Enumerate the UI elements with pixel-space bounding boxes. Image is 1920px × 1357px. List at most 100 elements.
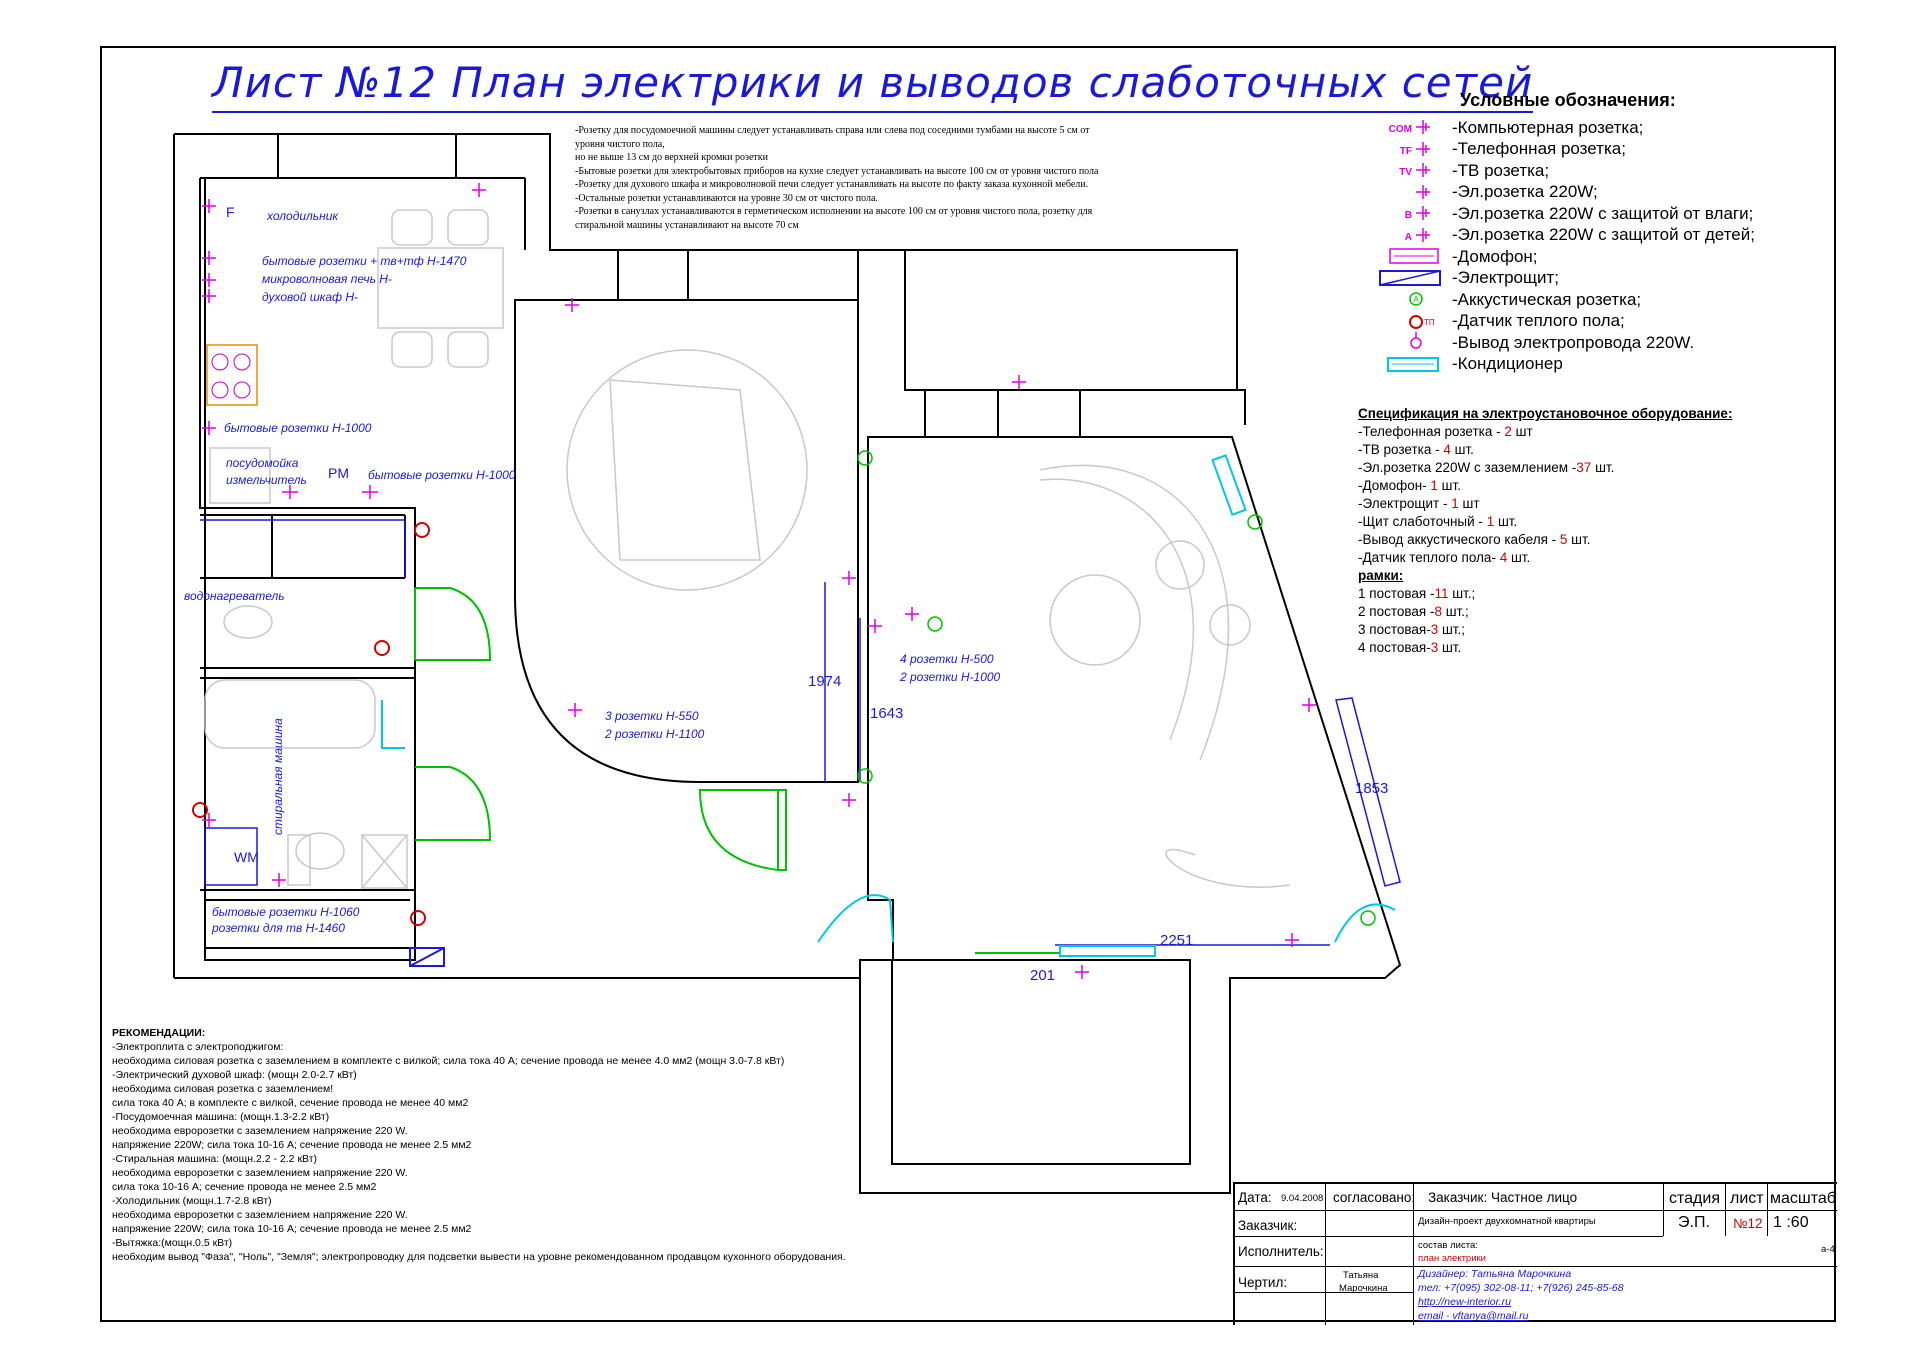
recommendation-line: -Электрический духовой шкаф: (мощн 2.0-2… bbox=[112, 1069, 357, 1081]
svg-text:3 розетки Н-550: 3 розетки Н-550 bbox=[605, 709, 699, 723]
legend-label: -Эл.розетка 220W с защитой от влаги; bbox=[1452, 203, 1754, 223]
svg-text:1853: 1853 bbox=[1355, 780, 1388, 797]
recommendation-line: необходима силовая розетка с заземлением… bbox=[112, 1055, 785, 1067]
page-title: Лист №12 План электрики и выводов слабот… bbox=[212, 58, 1534, 113]
wire-outlet-icon bbox=[1410, 332, 1422, 349]
cooktop bbox=[206, 344, 258, 406]
spec-item: -Вывод аккустического кабеля - 5 шт. bbox=[1358, 532, 1591, 547]
legend-item: A -Эл.розетка 220W с защитой от детей; bbox=[1360, 225, 1820, 247]
svg-text:A: A bbox=[1413, 295, 1419, 304]
floor-sensor-icon: TП bbox=[1409, 314, 1435, 329]
spec-item: -Щит слаботочный - 1 шт. bbox=[1358, 514, 1518, 529]
legend-label: -Телефонная розетка; bbox=[1452, 139, 1626, 159]
acoustic-socket-icon: A bbox=[1409, 292, 1423, 306]
computer-socket-icon: COM bbox=[1389, 120, 1430, 135]
svg-text:бытовые розетки Н-1000: бытовые розетки Н-1000 bbox=[368, 468, 516, 482]
legend-item: -Эл.розетка 220W; bbox=[1360, 182, 1820, 204]
child-safe-socket-icon: A bbox=[1405, 227, 1430, 243]
legend-label: -Аккустическая розетка; bbox=[1452, 289, 1642, 309]
legend-item: B -Эл.розетка 220W с защитой от влаги; bbox=[1360, 203, 1820, 225]
installation-notes: -Розетку для посудомоечной машины следуе… bbox=[575, 125, 1099, 231]
legend-item: COM -Компьютерная розетка; bbox=[1360, 117, 1820, 139]
doors bbox=[414, 587, 1060, 954]
recommendations-title: РЕКОМЕНДАЦИИ: bbox=[112, 1027, 206, 1039]
legend-label: -Вывод электропровода 220W. bbox=[1452, 332, 1695, 352]
recommendation-line: -Холодильник (мощн.1.7-2.8 кВт) bbox=[112, 1195, 272, 1207]
moisture-socket-icon: B bbox=[1405, 206, 1430, 221]
recommendation-line: необходима евророзетки с заземлением нап… bbox=[112, 1209, 408, 1221]
svg-text:TF: TF bbox=[1400, 146, 1412, 157]
spec-item: -ТВ розетка - 4 шт. bbox=[1358, 442, 1474, 457]
legend-label: -Домофон; bbox=[1452, 246, 1538, 266]
svg-text:A: A bbox=[1405, 232, 1412, 243]
phone-socket-icon: TF bbox=[1400, 141, 1430, 157]
recommendation-line: необходима евророзетки с заземлением нап… bbox=[112, 1167, 408, 1179]
legend-label: -Кондиционер bbox=[1452, 354, 1563, 374]
svg-text:стиральная машина: стиральная машина bbox=[271, 718, 285, 835]
legend-label: -Датчик теплого пола; bbox=[1452, 311, 1625, 331]
legend-label: -Компьютерная розетка; bbox=[1452, 117, 1644, 137]
legend-item: -Вывод электропровода 220W. bbox=[1360, 332, 1820, 354]
frame-item: 3 постовая-3 шт.; bbox=[1358, 622, 1465, 637]
legend-item: TV -ТВ розетка; bbox=[1360, 160, 1820, 182]
recommendation-line: сила тока 40 А; в комплекте с вилкой, се… bbox=[112, 1097, 469, 1109]
legend-item: TF -Телефонная розетка; bbox=[1360, 139, 1820, 161]
recommendation-line: напряжение 220W; сила тока 10-16 А; сече… bbox=[112, 1223, 472, 1235]
recommendation-line: -Вытяжка:(мощн.0.5 кВт) bbox=[112, 1237, 233, 1249]
frame-item: 2 постовая -8 шт.; bbox=[1358, 604, 1469, 619]
svg-text:2 розетки Н-1100: 2 розетки Н-1100 bbox=[604, 727, 705, 741]
svg-text:водонагреватель: водонагреватель bbox=[184, 589, 285, 603]
svg-text:2 розетки Н-1000: 2 розетки Н-1000 bbox=[899, 670, 1001, 684]
svg-text:COM: COM bbox=[1389, 124, 1412, 135]
svg-text:духовой шкаф Н-: духовой шкаф Н- bbox=[262, 290, 358, 304]
recommendation-line: напряжение 220W; сила тока 10-16 А; сече… bbox=[112, 1139, 472, 1151]
panel-icon bbox=[1379, 269, 1441, 286]
spec-item: -Эл.розетка 220W с заземлением -37 шт. bbox=[1358, 460, 1615, 475]
spec-item: -Датчик теплого пола- 4 шт. bbox=[1358, 550, 1531, 565]
svg-text:201: 201 bbox=[1030, 967, 1055, 984]
svg-text:2251: 2251 bbox=[1160, 932, 1193, 949]
svg-text:бытовые розетки + тв+тф Н-1470: бытовые розетки + тв+тф Н-1470 bbox=[262, 254, 467, 268]
svg-text:WM: WM bbox=[234, 849, 259, 865]
title-block: Дата: 9.04.2008 согласовано: Заказчик: Ч… bbox=[1233, 1182, 1837, 1325]
legend: Условные обозначения: COM-Компьютерная р… bbox=[1360, 90, 1820, 375]
svg-text:TП: TП bbox=[1424, 318, 1435, 327]
equipment-spec: Спецификация на электроустановочное обор… bbox=[1358, 405, 1818, 657]
legend-item: -Домофон; bbox=[1360, 246, 1820, 268]
legend-label: -Электрощит; bbox=[1452, 268, 1560, 288]
svg-text:F: F bbox=[226, 204, 235, 220]
label-fridge: холодильник bbox=[266, 209, 339, 223]
tv-socket-icon: TV bbox=[1399, 163, 1430, 178]
wall-outline-left bbox=[174, 133, 1238, 390]
svg-text:PM: PM bbox=[328, 465, 349, 481]
svg-text:бытовые розетки Н-1060: бытовые розетки Н-1060 bbox=[212, 905, 360, 919]
svg-text:микроволновая печь Н-: микроволновая печь Н- bbox=[262, 272, 392, 286]
svg-text:B: B bbox=[1405, 210, 1412, 221]
intercom-icon bbox=[1389, 248, 1439, 264]
spec-item: -Домофон- 1 шт. bbox=[1358, 478, 1461, 493]
spec-item: -Электрощит - 1 шт bbox=[1358, 496, 1480, 511]
svg-text:розетки для тв Н-1460: розетки для тв Н-1460 bbox=[211, 921, 345, 935]
recommendation-line: -Электроплита с электроподжигом: bbox=[112, 1041, 284, 1053]
furniture bbox=[204, 209, 1291, 889]
recommendations: РЕКОМЕНДАЦИИ: -Электроплита с электропод… bbox=[112, 1026, 1012, 1264]
air-conditioner-icon bbox=[1387, 356, 1439, 372]
date-label: Дата: bbox=[1238, 1190, 1272, 1205]
date-value: 9.04.2008 bbox=[1281, 1193, 1324, 1204]
svg-text:измельчитель: измельчитель bbox=[226, 473, 307, 487]
legend-item: -Кондиционер bbox=[1360, 354, 1820, 376]
legend-label: -Эл.розетка 220W с защитой от детей; bbox=[1452, 225, 1755, 245]
recommendation-line: необходима евророзетки с заземлением нап… bbox=[112, 1125, 408, 1137]
recommendation-line: сила тока 10-16 А; сечение провода не ме… bbox=[112, 1181, 377, 1193]
recommendation-line: необходима силовая розетка с заземлением… bbox=[112, 1083, 334, 1095]
drawing-frame bbox=[100, 46, 1836, 1322]
recommendation-line: необходим вывод "Фаза", "Ноль", "Земля";… bbox=[112, 1251, 846, 1263]
sockets bbox=[202, 183, 1316, 979]
frames-title: рамки: bbox=[1358, 568, 1404, 583]
svg-text:1974: 1974 bbox=[808, 673, 841, 690]
panel-icon bbox=[409, 947, 445, 967]
spec-item: -Телефонная розетка - 2 шт bbox=[1358, 424, 1533, 439]
legend-label: -ТВ розетка; bbox=[1452, 160, 1550, 180]
frame-item: 1 постовая -11 шт.; bbox=[1358, 586, 1476, 601]
